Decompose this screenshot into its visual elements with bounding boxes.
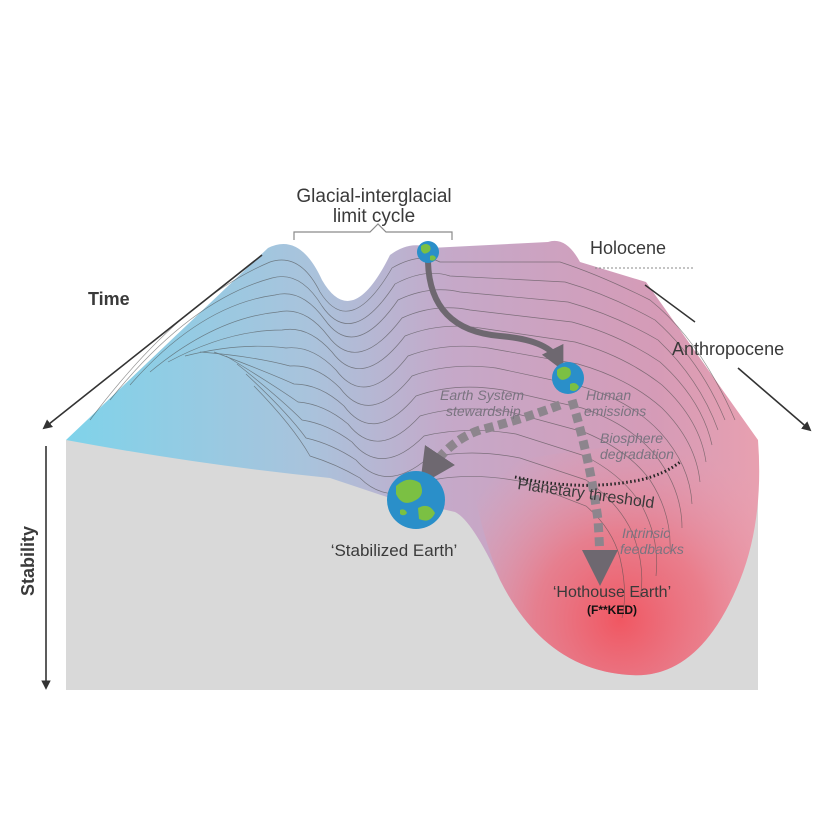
hothouse-note-label: (F**KED) (587, 603, 637, 617)
holocene-trajectory-arrow (425, 261, 564, 371)
time-axis-arrow (42, 254, 263, 430)
anthropocene-label: Anthropocene (672, 339, 784, 359)
limit-cycle-title-line1: Glacial-interglacial (296, 186, 451, 207)
stewardship-label-line1: Earth System (440, 387, 524, 403)
earth-icon-holocene (417, 241, 439, 263)
landscape-contours (89, 257, 736, 619)
hothouse-earth-label: ‘Hothouse Earth’ (553, 584, 671, 601)
axis-arrows (41, 254, 812, 690)
earth-icon-stabilized (387, 471, 445, 529)
stabilized-earth-label: ‘Stabilized Earth’ (331, 541, 458, 560)
holocene-label: Holocene (590, 238, 666, 258)
stewardship-label-line2: stewardship (446, 403, 521, 419)
anthropocene-axis-arrow-lower (737, 367, 812, 432)
limit-cycle-title-line2: limit cycle (333, 206, 415, 227)
time-axis-label: Time (88, 289, 130, 309)
intrinsic-feedbacks-label-line2: feedbacks (620, 541, 684, 557)
human-emissions-label-line1: Human (586, 387, 631, 403)
anthropocene-axis-arrow-upper (644, 284, 696, 323)
planetary-threshold-line (514, 460, 681, 487)
human-emissions-label-line2: emissions (584, 403, 646, 419)
stewardship-pathway-arrow (420, 400, 562, 485)
limit-cycle-bracket (293, 223, 453, 240)
stability-axis-label: Stability (18, 526, 38, 596)
intrinsic-feedbacks-label-line1: Intrinsic (622, 525, 670, 541)
earth-icon-anthropocene (552, 362, 584, 394)
hothouse-pathway-arrow (567, 398, 618, 586)
biosphere-label-line2: degradation (600, 446, 674, 462)
biosphere-label-line1: Biosphere (600, 430, 663, 446)
